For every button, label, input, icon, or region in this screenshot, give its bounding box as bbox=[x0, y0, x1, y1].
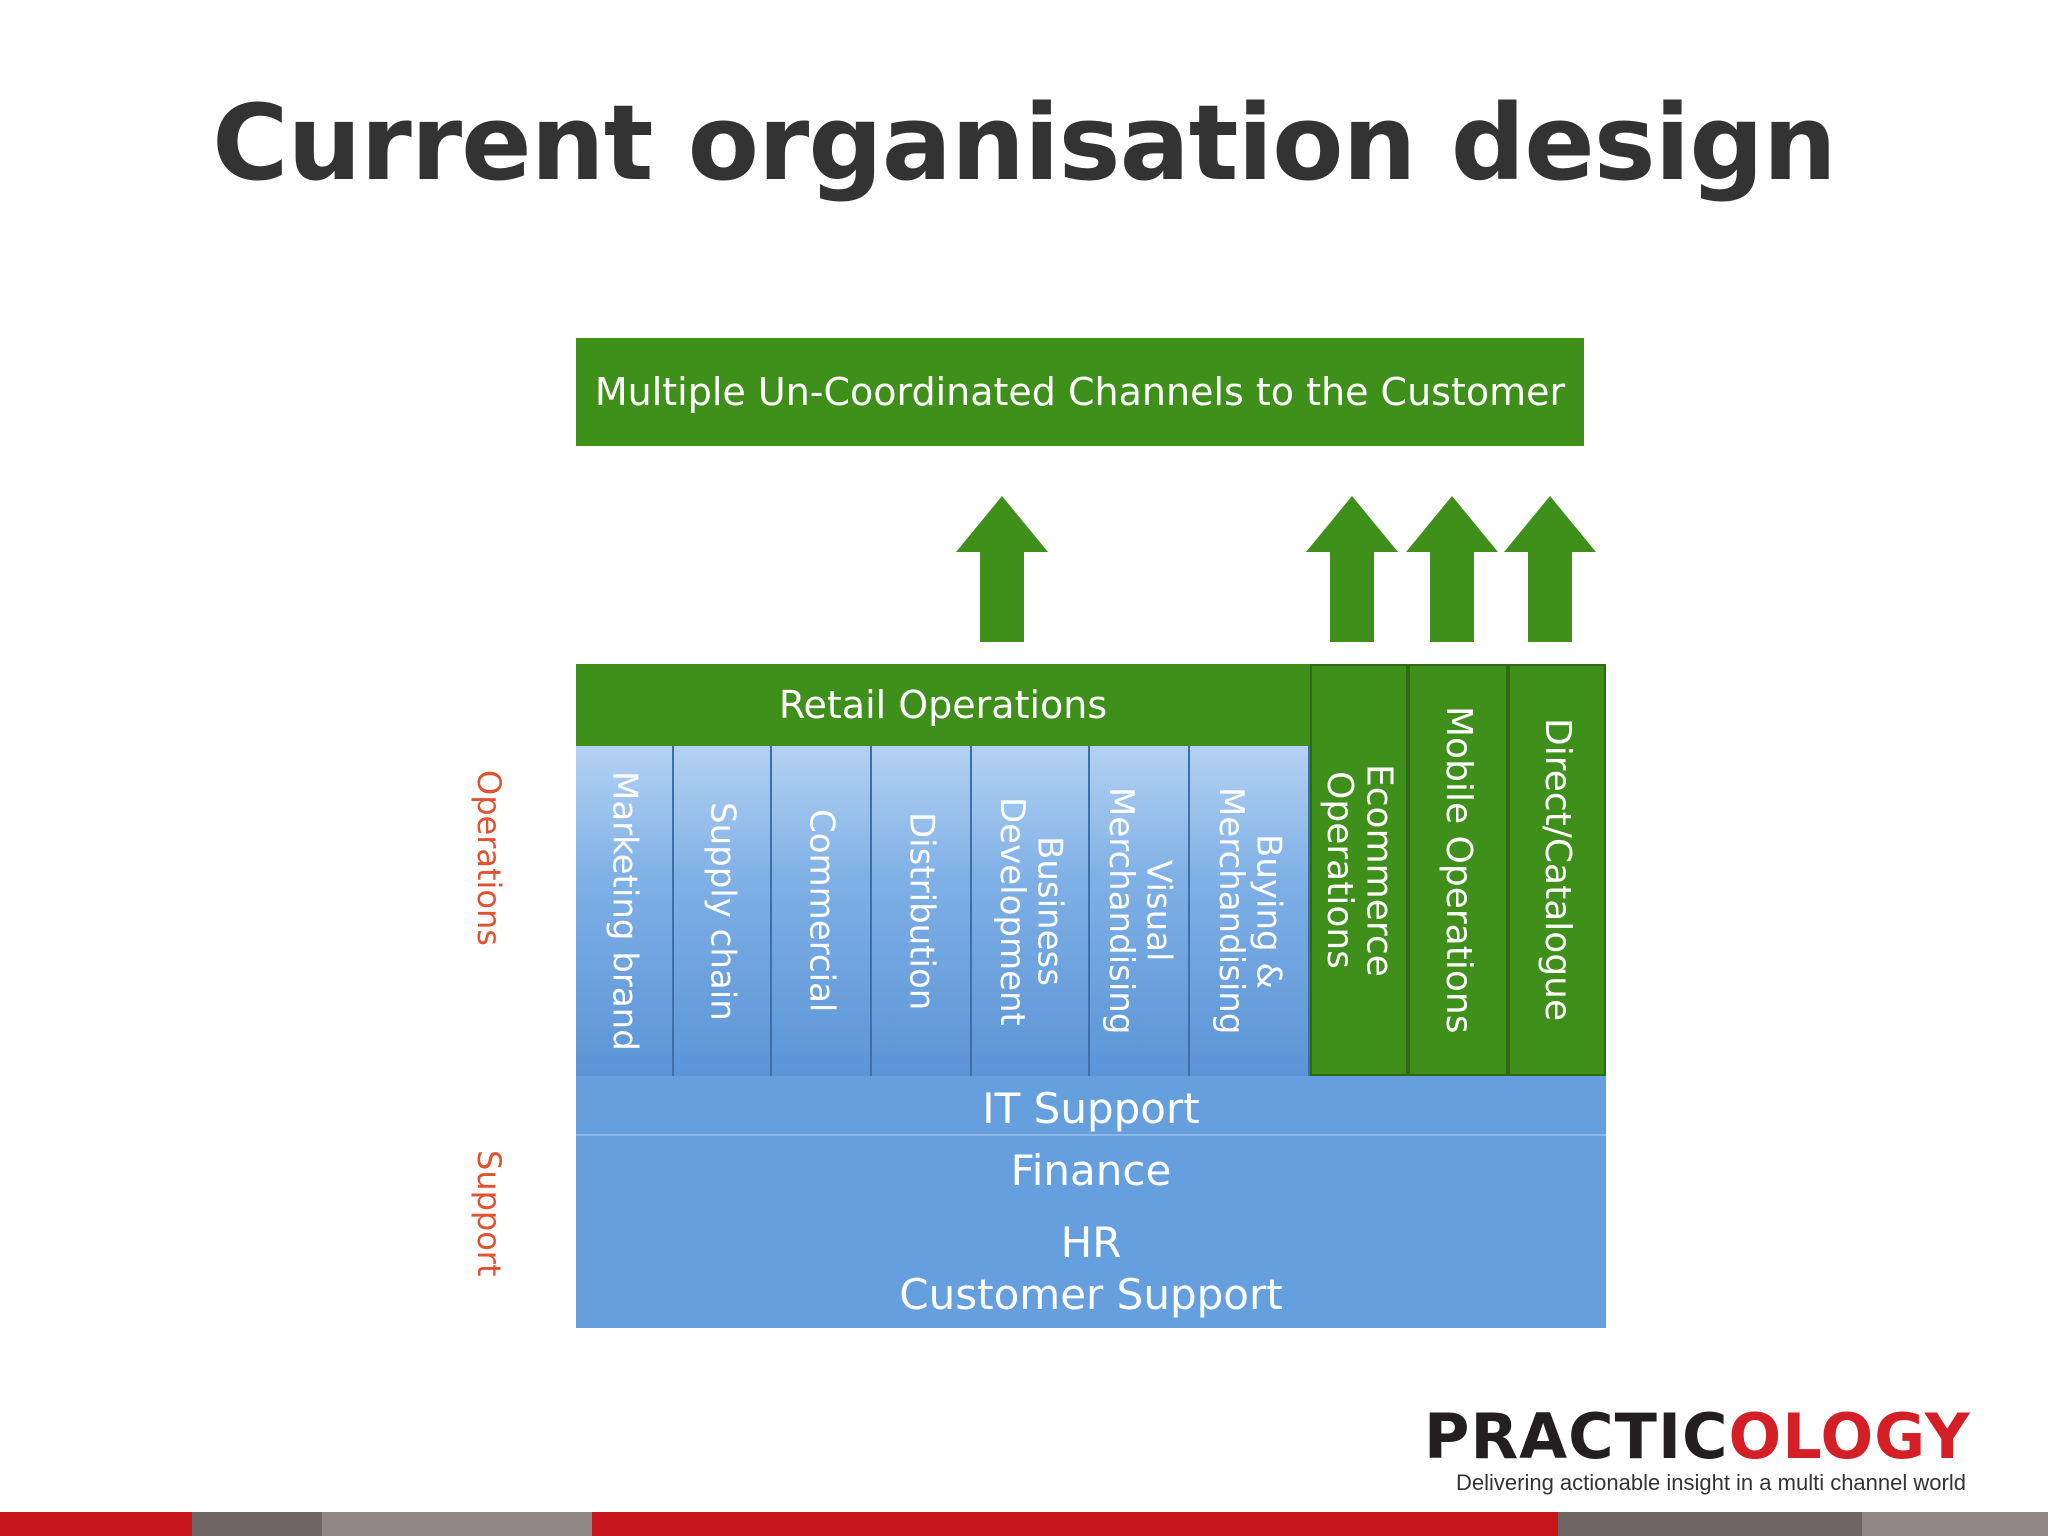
logo-part-1: PRACTIC bbox=[1424, 1400, 1729, 1473]
column-label: Commercial bbox=[801, 809, 842, 1013]
column-distribution: Distribution bbox=[872, 746, 972, 1076]
hr-label: HR bbox=[1060, 1218, 1122, 1267]
column-label: Ecommerce Operations bbox=[1319, 763, 1400, 977]
column-label: Buying & Merchandising bbox=[1211, 787, 1289, 1035]
support-side-label: Support bbox=[470, 1150, 508, 1277]
column-ecommerce-operations: Ecommerce Operations bbox=[1310, 664, 1408, 1076]
column-label: Mobile Operations bbox=[1437, 706, 1479, 1034]
slide-title: Current organisation design bbox=[212, 82, 1837, 204]
column-mobile-operations: Mobile Operations bbox=[1408, 664, 1508, 1076]
column-business-development: Business Development bbox=[972, 746, 1090, 1076]
support-block: IT Support Finance HR Customer Support bbox=[576, 1076, 1606, 1328]
operations-side-label: Operations bbox=[470, 770, 508, 946]
column-buying-merchandising: Buying & Merchandising bbox=[1190, 746, 1310, 1076]
arrow-up-icon bbox=[956, 496, 1048, 642]
practicology-logo: PRACTICOLOGY bbox=[1424, 1400, 1971, 1473]
logo-tagline: Delivering actionable insight in a multi… bbox=[1456, 1470, 1966, 1495]
footer-segment bbox=[592, 1512, 1558, 1536]
logo-part-2: OLOGY bbox=[1728, 1400, 1971, 1473]
support-divider bbox=[576, 1134, 1606, 1136]
retail-operations-label: Retail Operations bbox=[778, 683, 1108, 727]
footer-segment bbox=[0, 1512, 192, 1536]
it-support-label: IT Support bbox=[982, 1084, 1200, 1133]
retail-operations-box: Retail Operations bbox=[576, 664, 1310, 746]
arrow-up-icon bbox=[1504, 496, 1596, 642]
customer-support-label: Customer Support bbox=[899, 1270, 1283, 1319]
footer-segment bbox=[192, 1512, 322, 1536]
column-visual-merchandising: Visual Merchandising bbox=[1090, 746, 1190, 1076]
column-label: Supply chain bbox=[702, 801, 743, 1021]
channels-box-label: Multiple Un-Coordinated Channels to the … bbox=[594, 370, 1566, 414]
column-label: Marketing brand bbox=[604, 771, 645, 1051]
column-marketing-brand: Marketing brand bbox=[576, 746, 674, 1076]
column-label: Visual Merchandising bbox=[1101, 787, 1179, 1035]
arrow-up-icon bbox=[1306, 496, 1398, 642]
column-commercial: Commercial bbox=[772, 746, 872, 1076]
footer-segment bbox=[322, 1512, 592, 1536]
column-label: Business Development bbox=[992, 796, 1070, 1026]
column-label: Direct/Catalogue bbox=[1536, 718, 1578, 1022]
footer-segment bbox=[1558, 1512, 1862, 1536]
arrow-up-icon bbox=[1406, 496, 1498, 642]
column-label: Distribution bbox=[901, 811, 942, 1011]
finance-label: Finance bbox=[1010, 1146, 1172, 1195]
column-direct-catalogue: Direct/Catalogue bbox=[1508, 664, 1606, 1076]
footer-segment bbox=[1862, 1512, 2048, 1536]
column-supply-chain: Supply chain bbox=[674, 746, 772, 1076]
channels-box: Multiple Un-Coordinated Channels to the … bbox=[576, 338, 1584, 446]
